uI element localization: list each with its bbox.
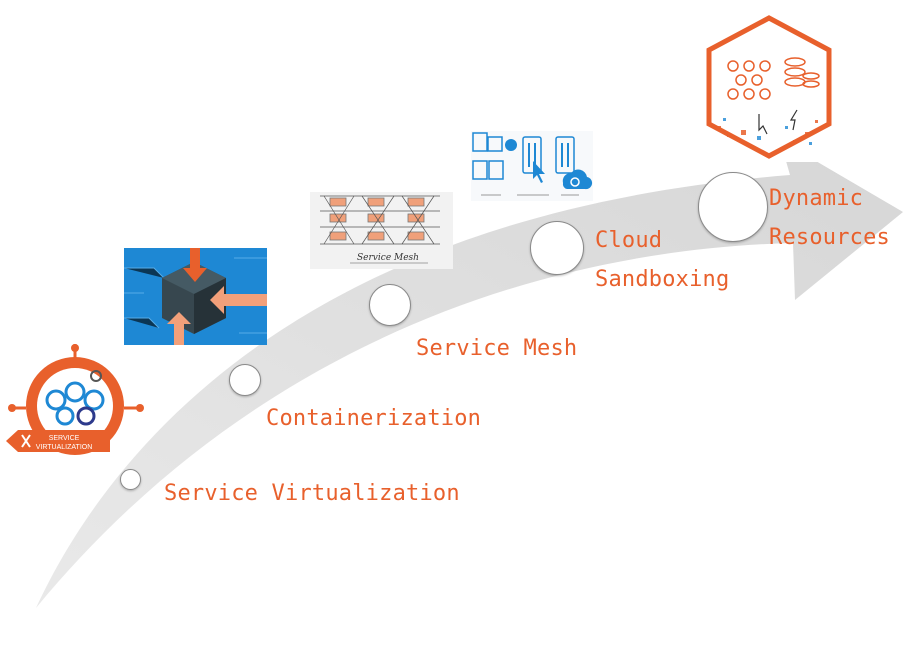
label-cloud-sandboxing-line1: Cloud: [595, 228, 663, 253]
label-containerization: Containerization: [266, 406, 482, 431]
cloud-sandbox-icon: [471, 131, 593, 201]
container-cube-icon: [124, 248, 267, 345]
service-virtualization-badge-icon: SERVICE VIRTUALIZATION: [0, 342, 148, 464]
badge-text-line1: SERVICE: [49, 435, 80, 442]
badge-text-line2: VIRTUALIZATION: [36, 444, 93, 451]
label-dynamic-resources-line1: Dynamic: [769, 186, 864, 211]
dynamic-resources-hexagon-icon: [697, 14, 841, 162]
label-service-mesh: Service Mesh: [416, 336, 578, 361]
milestone-node-containerization: [229, 364, 261, 396]
label-service-virtualization: Service Virtualization: [164, 481, 460, 506]
milestone-node-dynamic-resources: [698, 172, 768, 242]
milestone-node-service-virtualization: [120, 469, 141, 490]
progress-arrow: [36, 140, 903, 608]
mesh-caption: Service Mesh: [357, 253, 419, 263]
label-dynamic-resources-line2: Resources: [769, 225, 891, 250]
milestone-node-cloud-sandboxing: [530, 221, 584, 275]
label-cloud-sandboxing-line2: Sandboxing: [595, 267, 730, 292]
service-mesh-sketch-icon: Service Mesh: [310, 192, 453, 269]
milestone-node-service-mesh: [369, 284, 411, 326]
